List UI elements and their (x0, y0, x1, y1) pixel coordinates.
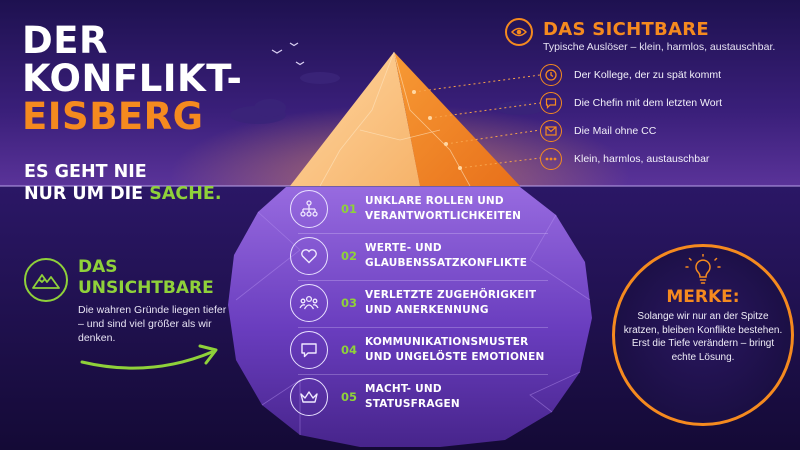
divider (298, 327, 548, 328)
item-line-2: UND ANERKENNUNG (365, 304, 489, 316)
item-text: KOMMUNIKATIONSMUSTER UND UNGELÖSTE EMOTIO… (365, 335, 544, 365)
eye-icon (505, 18, 533, 46)
dots-icon (540, 148, 562, 170)
heart-icon (290, 237, 328, 275)
visible-item: Die Mail ohne CC (540, 119, 656, 143)
merke-circle (612, 244, 794, 426)
underwater-item: 02 WERTE- UND GLAUBENSSATZKONFLIKTE (290, 237, 527, 275)
visible-title: DAS SICHTBARE (543, 19, 710, 40)
visible-item: Die Chefin mit dem letzten Wort (540, 91, 722, 115)
clock-icon (540, 64, 562, 86)
chat-bubble-icon (290, 331, 328, 369)
crown-icon (290, 378, 328, 416)
underwater-item: 04 KOMMUNIKATIONSMUSTER UND UNGELÖSTE EMO… (290, 331, 544, 369)
underwater-item: 01 UNKLARE ROLLEN UND VERANTWORTLICHKEITE… (290, 190, 521, 228)
visible-item: Klein, harmlos, austauschbar (540, 147, 709, 171)
visible-item-text: Klein, harmlos, austauschbar (574, 153, 710, 165)
item-line-1: MACHT- UND (365, 383, 442, 395)
visible-item-text: Der Kollege, der zu spät kommt (574, 69, 722, 81)
divider (298, 280, 548, 281)
item-number: 03 (341, 296, 358, 310)
org-chart-icon (290, 190, 328, 228)
visible-item-text: Die Chefin mit dem letzten Wort (574, 97, 723, 109)
item-line-2: VERANTWORTLICHKEITEN (365, 210, 522, 222)
title-line-3: EISBERG (22, 95, 204, 138)
item-line-1: UNKLARE ROLLEN UND (365, 195, 504, 207)
item-text: VERLETZTE ZUGEHÖRIGKEIT UND ANERKENNUNG (365, 288, 536, 318)
item-number: 05 (341, 390, 358, 404)
item-line-2: GLAUBENSSATZKONFLIKTE (365, 257, 528, 269)
divider (298, 374, 548, 375)
item-number: 01 (341, 202, 358, 216)
item-line-1: KOMMUNIKATIONSMUSTER (365, 336, 529, 348)
item-line-2: STATUSFRAGEN (365, 398, 460, 410)
tagline: ES GEHT NIE NUR UM DIE SACHE. (24, 161, 221, 205)
speech-bubble-icon (540, 92, 562, 114)
mountain-icon (24, 258, 68, 302)
tagline-accent: SACHE. (149, 184, 222, 204)
item-line-1: WERTE- UND (365, 242, 442, 254)
invisible-description: Die wahren Gründe liegen tiefer – und si… (78, 304, 227, 344)
item-line-1: VERLETZTE ZUGEHÖRIGKEIT (365, 289, 537, 301)
envelope-icon (540, 120, 562, 142)
visible-subtitle: Typische Auslöser – klein, harmlos, aust… (543, 41, 776, 53)
item-text: UNKLARE ROLLEN UND VERANTWORTLICHKEITEN (365, 194, 521, 224)
visible-item-text: Die Mail ohne CC (574, 125, 657, 137)
item-number: 04 (341, 343, 358, 357)
item-line-2: UND UNGELÖSTE EMOTIONEN (365, 351, 545, 363)
item-text: WERTE- UND GLAUBENSSATZKONFLIKTE (365, 241, 527, 271)
tagline-line-1: ES GEHT NIE (24, 162, 147, 182)
invisible-title-line-2: UNSICHTBARE (78, 278, 214, 298)
merke-title: MERKE: (666, 287, 740, 307)
invisible-title: DAS UNSICHTBARE (78, 257, 214, 299)
divider (298, 233, 548, 234)
title-line-1: DER (22, 19, 108, 62)
group-icon (290, 284, 328, 322)
invisible-title-line-1: DAS (78, 257, 118, 277)
main-title: DER KONFLIKT- EISBERG (22, 22, 242, 136)
merke-text: Solange wir nur an der Spitze kratzen, b… (623, 311, 783, 363)
visible-item: Der Kollege, der zu spät kommt (540, 63, 721, 87)
underwater-item: 05 MACHT- UND STATUSFRAGEN (290, 378, 460, 416)
lightbulb-icon (685, 254, 721, 284)
title-line-2: KONFLIKT- (22, 57, 243, 100)
tagline-line-2: NUR UM DIE SACHE. (24, 183, 221, 205)
underwater-item: 03 VERLETZTE ZUGEHÖRIGKEIT UND ANERKENNUN… (290, 284, 536, 322)
item-text: MACHT- UND STATUSFRAGEN (365, 382, 460, 412)
item-number: 02 (341, 249, 358, 263)
tagline-prefix: NUR UM DIE (24, 184, 150, 204)
